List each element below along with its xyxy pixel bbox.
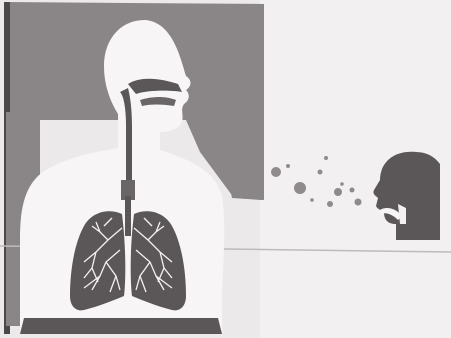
diaphragm-bar xyxy=(20,318,222,334)
